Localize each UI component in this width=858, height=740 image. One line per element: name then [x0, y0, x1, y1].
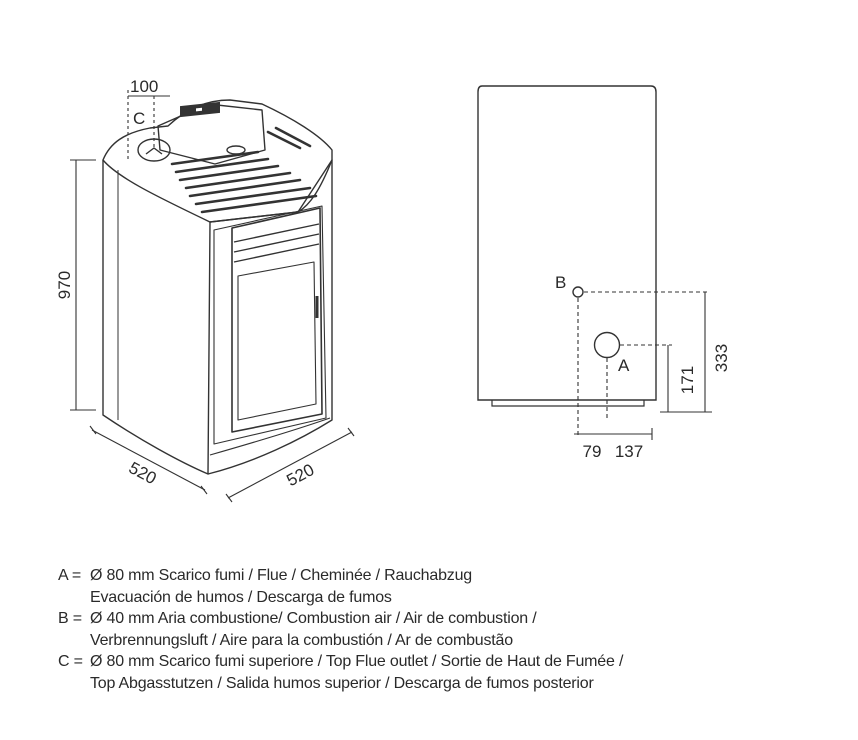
legend-line: Ø 80 mm Scarico fumi / Flue / Cheminée /… — [90, 567, 472, 584]
legend-line: Ø 40 mm Aria combustione/ Combustion air… — [90, 610, 537, 627]
a-offset-label: 137 — [615, 442, 643, 461]
rear-base — [491, 400, 645, 407]
legend-key: B = — [58, 610, 82, 627]
legend-line: Evacuación de humos / Descarga de fumos — [90, 588, 392, 606]
stove-door — [231, 207, 323, 433]
legend-item-b: B = Ø 40 mm Aria combustione/ Combustion… — [58, 608, 818, 651]
technical-drawing: 970 520 520 100 C A B 171 333 79 137 — [55, 77, 731, 503]
b-height-label: 333 — [712, 344, 731, 372]
flue-outlet — [593, 331, 621, 359]
legend-line: Ø 80 mm Scarico fumi superiore / Top Flu… — [90, 653, 624, 670]
stove-top — [102, 99, 333, 223]
legend-item-c: C = Ø 80 mm Scarico fumi superiore / Top… — [58, 651, 818, 694]
a-height-label: 171 — [678, 366, 697, 394]
legend-line: Verbrennungsluft / Aire para la combusti… — [90, 631, 513, 649]
stove-front — [207, 159, 333, 475]
top-grille — [170, 126, 318, 214]
rear-view — [477, 85, 657, 407]
rear-panel — [477, 85, 657, 401]
legend-key: A = — [58, 567, 81, 584]
legend-item-a: A = Ø 80 mm Scarico fumi / Flue / Chemin… — [58, 565, 818, 608]
top-offset-label: 100 — [130, 77, 158, 96]
front-view — [102, 99, 333, 475]
legend-line: Top Abgasstutzen / Salida humos superior… — [90, 674, 594, 692]
combustion-air-inlet — [572, 286, 584, 298]
marker-c-label: C — [133, 109, 145, 128]
top-flue-outlet — [137, 138, 171, 162]
b-offset-label: 79 — [583, 442, 602, 461]
legend: A = Ø 80 mm Scarico fumi / Flue / Chemin… — [58, 565, 818, 694]
width-label: 520 — [283, 460, 317, 490]
marker-b-label: B — [555, 273, 566, 292]
stove-left-side — [102, 160, 211, 475]
rear-dimensions — [574, 291, 712, 440]
panel-knob — [226, 145, 246, 155]
legend-key: C = — [58, 653, 83, 670]
marker-a-label: A — [618, 356, 630, 375]
front-dimensions — [70, 90, 355, 503]
height-label: 970 — [55, 271, 74, 299]
